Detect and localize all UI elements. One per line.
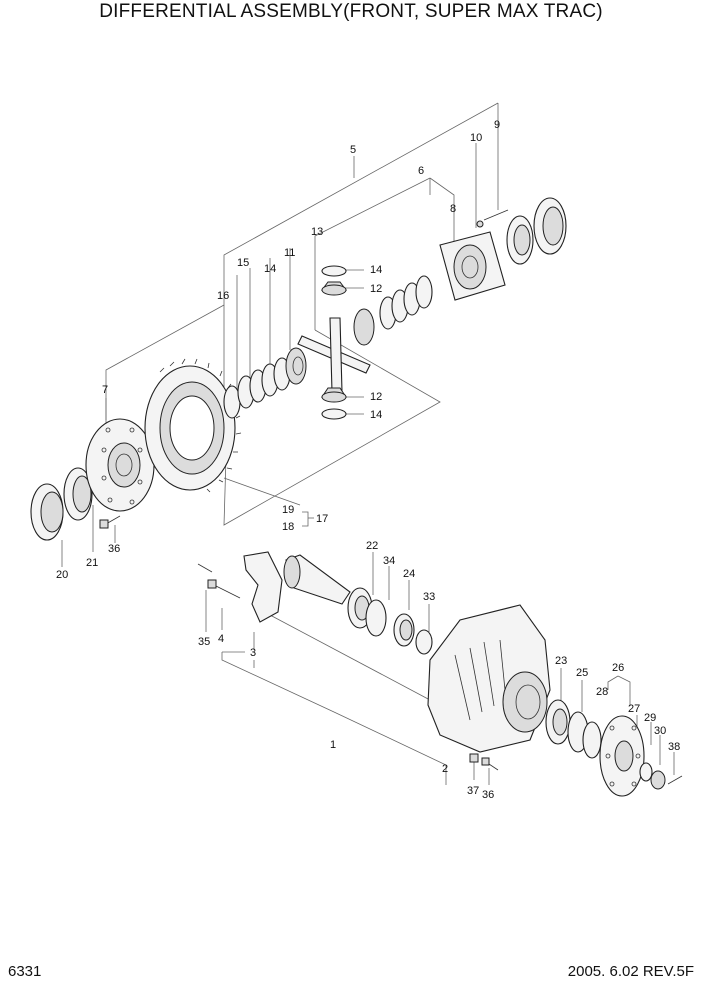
- callout-7: 7: [102, 384, 108, 396]
- right-bearings: [545, 699, 602, 759]
- callout-28: 27: [628, 703, 640, 715]
- callout-24: 23: [555, 655, 567, 667]
- ring-gear: [144, 358, 242, 493]
- parts: [30, 197, 683, 797]
- callout-22: 21: [86, 557, 98, 569]
- callout-27: 26: [612, 662, 624, 674]
- pinion-shaft: [283, 554, 351, 605]
- side-gear-right: [353, 308, 375, 346]
- callout-10: 10: [470, 132, 482, 144]
- callout-12b: 12: [370, 391, 382, 403]
- callout-36a: 36: [108, 543, 120, 555]
- callout-17: 16: [217, 290, 229, 302]
- callout-8: 8: [450, 203, 456, 215]
- callout-4: 4: [218, 633, 224, 645]
- bolt-36-left: [99, 515, 121, 529]
- page-title: DIFFERENTIAL ASSEMBLY(FRONT, SUPER MAX T…: [99, 1, 603, 22]
- leader-lines: [61, 102, 675, 785]
- pinion-gears-12: [321, 265, 347, 420]
- diff-case-7: [85, 418, 155, 512]
- callout-6: 6: [418, 165, 424, 177]
- bearing-right-top: [476, 197, 567, 265]
- clutch-discs-left: [223, 357, 291, 419]
- diff-case-8: [439, 231, 506, 301]
- spider-13: [297, 317, 371, 393]
- callout-9: 9: [494, 119, 500, 131]
- callout-25: 24: [403, 568, 415, 580]
- callout-38: 38: [668, 741, 680, 753]
- bolts-37-36: [469, 753, 499, 771]
- callout-20: 19: [282, 504, 294, 516]
- axle-housing-1: [427, 604, 551, 753]
- bearing-cup-21: [30, 483, 64, 541]
- callout-16: 15: [237, 257, 249, 269]
- bearing-cap-3: [243, 551, 283, 623]
- callout-35: 35: [198, 636, 210, 648]
- page-number: 6331: [8, 963, 42, 980]
- revision-date: 2005. 6.02 REV.5F: [567, 963, 694, 980]
- companion-flange-28: [599, 715, 645, 797]
- callout-23: 22: [366, 540, 378, 552]
- callout-19: 18: [282, 521, 294, 533]
- callout-1: 1: [330, 739, 336, 751]
- callout-37: 37: [467, 785, 479, 797]
- callout-12a: 12: [370, 283, 382, 295]
- callout-30: 29: [644, 712, 656, 724]
- callout-5: 5: [350, 144, 356, 156]
- pin-bolt-35-4: [197, 563, 241, 599]
- callout-14b: 14: [370, 409, 382, 421]
- callout-21: 20: [56, 569, 68, 581]
- callout-13: 13: [311, 226, 323, 238]
- callout-31: 30: [654, 725, 666, 737]
- callout-26: 25: [576, 667, 588, 679]
- bearing-22: [63, 467, 93, 521]
- callout-2: 2: [442, 763, 448, 775]
- callout-18: 17: [316, 513, 328, 525]
- callout-14a: 14: [370, 264, 382, 276]
- callout-11: 11: [284, 247, 295, 259]
- callout-33: 33: [423, 591, 435, 603]
- side-gear-11: [285, 347, 307, 385]
- callout-29: 28: [596, 686, 608, 698]
- callout-36b: 36: [482, 789, 494, 801]
- callout-3: 3: [250, 647, 256, 659]
- callout-labels: 5 6 9 10 8 13 11 15 14 16 14 12 12 14 7 …: [56, 119, 680, 801]
- pinion-bearings: [347, 587, 433, 655]
- callout-34: 34: [383, 555, 395, 567]
- clutch-discs-right: [379, 275, 433, 330]
- callout-15: 14: [264, 263, 276, 275]
- nut-washer-pin: [639, 762, 683, 790]
